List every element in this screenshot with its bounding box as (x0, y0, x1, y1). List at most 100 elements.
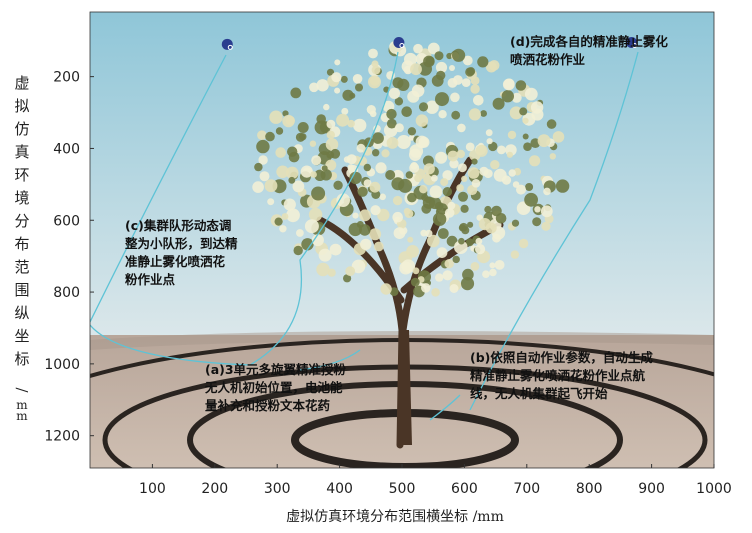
blossom-cluster (423, 55, 435, 68)
uav-marker (626, 37, 638, 49)
x-tick-label: 1000 (696, 481, 732, 497)
blossom-cluster (310, 171, 317, 178)
blossom-cluster (369, 110, 377, 118)
blossom-cluster (404, 209, 414, 219)
blossom-cluster (259, 171, 270, 182)
blossom-cluster (349, 171, 362, 185)
blossom-cluster (409, 162, 420, 173)
blossom-cluster (462, 55, 473, 66)
blossom-cluster (450, 92, 460, 103)
blossom-cluster (467, 167, 480, 179)
blossom-cluster (398, 178, 413, 193)
blossom-cluster (435, 61, 448, 74)
blossom-cluster (363, 146, 373, 156)
blossom-cluster (494, 260, 505, 270)
y-axis-label-char: m (16, 398, 28, 412)
y-axis-label-char: 环 (14, 166, 29, 184)
blossom-cluster (329, 243, 342, 256)
blossom-cluster (326, 119, 336, 129)
blossom-cluster (510, 250, 520, 259)
blossom-cluster (460, 204, 469, 213)
blossom-cluster (511, 219, 520, 227)
y-tick-label: 400 (53, 141, 80, 157)
blossom-cluster (503, 78, 515, 90)
blossom-cluster (369, 228, 382, 241)
blossom-cluster (506, 151, 513, 158)
blossom-cluster (465, 67, 475, 77)
blossom-cluster (353, 118, 367, 133)
blossom-cluster (489, 262, 496, 269)
blossom-cluster (373, 125, 381, 133)
blossom-cluster (452, 48, 466, 62)
blossom-cluster (316, 262, 330, 277)
y-tick-label: 800 (53, 285, 80, 301)
blossom-cluster (524, 192, 538, 207)
blossom-cluster (269, 110, 283, 124)
blossom-cluster (485, 61, 497, 73)
y-tick-label: 200 (53, 70, 80, 86)
blossom-cluster (457, 123, 466, 133)
y-axis-label-char: 标 (14, 350, 29, 368)
y-axis-label-char: 布 (14, 235, 29, 253)
blossom-cluster (267, 198, 275, 206)
annotation-line: 准静止雾化喷洒花 (125, 254, 226, 269)
blossom-cluster (470, 76, 480, 86)
uav-markers (221, 37, 638, 50)
blossom-cluster (435, 151, 448, 164)
blossom-cluster (352, 74, 363, 84)
blossom-cluster (412, 267, 420, 275)
x-tick-label: 200 (201, 481, 228, 497)
blossom-cluster (410, 63, 422, 76)
blossom-cluster (265, 131, 275, 142)
blossom-cluster (449, 284, 459, 293)
blossom-cluster (288, 176, 296, 184)
y-axis-label-char: 范 (14, 258, 29, 276)
blossom-cluster (444, 259, 454, 269)
x-tick-label: 900 (638, 481, 665, 497)
blossom-cluster (299, 133, 307, 141)
blossom-cluster (300, 165, 313, 178)
blossom-cluster (356, 143, 366, 153)
tree (252, 40, 570, 449)
blossom-cluster (282, 110, 289, 117)
blossom-cluster (449, 65, 455, 71)
blossom-cluster (347, 164, 355, 171)
blossom-cluster (292, 180, 305, 193)
blossom-cluster (325, 138, 339, 151)
blossom-cluster (276, 165, 289, 179)
x-axis-label: 虚拟仿真环境分布范围横坐标 /mm (286, 508, 504, 525)
blossom-cluster (546, 119, 557, 129)
blossom-cluster (541, 221, 551, 231)
blossom-cluster (256, 139, 270, 154)
blossom-cluster (405, 171, 413, 179)
blossom-cluster (380, 283, 392, 295)
blossom-cluster (341, 107, 349, 115)
blossom-cluster (431, 174, 438, 182)
blossom-cluster (555, 179, 570, 193)
blossom-cluster (525, 183, 534, 191)
blossom-cluster (530, 101, 544, 114)
blossom-cluster (343, 156, 351, 163)
blossom-cluster (316, 114, 327, 124)
blossom-cluster (372, 149, 380, 157)
blossom-cluster (524, 87, 538, 101)
annotation-line: (b)依照自动作业参数，自动生成 (470, 350, 653, 365)
blossom-cluster (447, 201, 456, 210)
flight-path (429, 394, 461, 421)
blossom-cluster (342, 89, 354, 101)
blossom-cluster (359, 209, 371, 222)
blossom-cluster (458, 191, 468, 202)
blossom-cluster (482, 270, 490, 279)
blossom-cluster (490, 160, 500, 170)
annotation-line: 整为小队形，到达精 (125, 236, 238, 251)
blossom-cluster (311, 186, 326, 201)
blossom-cluster (375, 162, 387, 174)
blossom-cluster (475, 244, 486, 255)
y-axis-label-char: 境 (14, 189, 29, 207)
blossom-cluster (470, 262, 480, 271)
blossom-cluster (264, 179, 278, 193)
blossom-cluster (442, 270, 453, 281)
